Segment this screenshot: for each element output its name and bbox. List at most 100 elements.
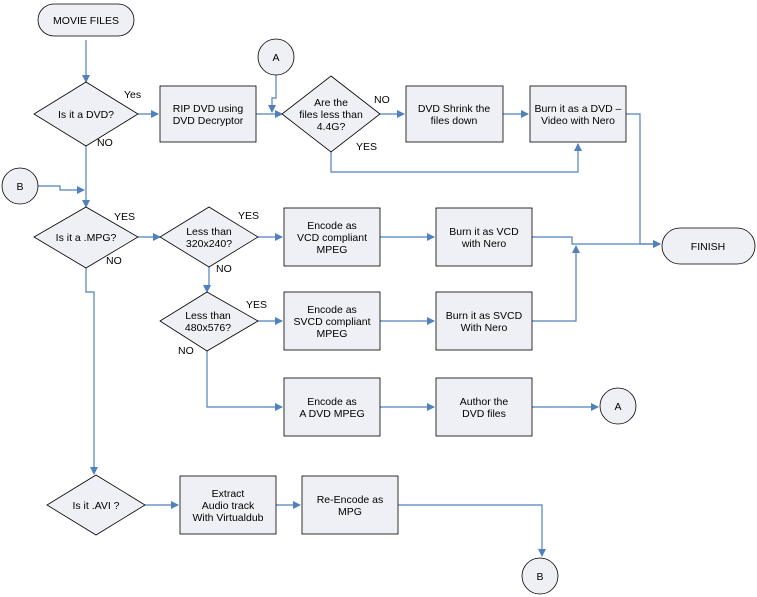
node-label-line: VCD compliant — [297, 232, 367, 244]
node-label-line: A — [272, 52, 279, 64]
label-vcd-no: NO — [216, 263, 232, 275]
node-label-line: 320x240? — [186, 238, 232, 250]
node-label-line: files down — [431, 115, 478, 127]
node-connector-b-left: B — [1, 167, 39, 205]
node-label-line: DVD Decryptor — [173, 115, 244, 127]
node-label-line: Burn it as SVCD — [446, 310, 523, 322]
edge-mpg-no-to-avi — [85, 268, 98, 475]
node-label-line: files less than — [299, 109, 363, 121]
node-label-line: MPG — [338, 506, 362, 518]
node-label-line: With Nero — [461, 322, 508, 334]
edge-b-to-mpg — [38, 185, 85, 194]
node-connector-a-right-label: A — [614, 401, 621, 413]
edge-480-no-to-encode-dvd — [206, 351, 283, 411]
node-label-line: Is it a .MPG? — [56, 232, 117, 244]
node-connector-b-bottom: B — [521, 557, 559, 595]
node-label-line: Are the — [314, 97, 348, 109]
label-dvd-yes: Yes — [124, 89, 141, 101]
node-label-line: DVD files — [462, 408, 506, 420]
node-label-line: B — [16, 181, 23, 193]
node-is-dvd: Is it a DVD? — [33, 81, 139, 147]
edge-burn-svcd-to-finish — [532, 245, 580, 322]
node-label-line: Burn it as VCD — [449, 226, 519, 238]
node-is-avi-label: Is it .AVI ? — [72, 500, 119, 512]
node-movie-files-label: MOVIE FILES — [53, 15, 119, 27]
node-label-line: RIP DVD using — [173, 103, 244, 115]
node-label-line: Video with Nero — [541, 115, 615, 127]
label-size-yes: YES — [356, 141, 377, 153]
node-label-line: With Virtualdub — [192, 512, 263, 524]
edge-size-yes-to-burn-dvd — [330, 143, 582, 173]
node-label-line: DVD Shrink the — [418, 103, 491, 115]
node-burn-dvd-label: Burn it as a DVD –Video with Nero — [535, 103, 622, 127]
node-label-line: MOVIE FILES — [53, 15, 119, 27]
node-finish: FINISH — [661, 227, 756, 265]
node-label-line: Author the — [460, 396, 509, 408]
label-svcd-yes: YES — [246, 299, 267, 311]
node-label-line: Encode as — [307, 396, 357, 408]
node-label-line: Is it a DVD? — [58, 109, 114, 121]
node-burn-dvd: Burn it as a DVD –Video with Nero — [529, 85, 627, 143]
node-is-mpg: Is it a .MPG? — [33, 206, 139, 269]
node-label-line: Extract — [212, 488, 245, 500]
node-label-line: Encode as — [307, 304, 357, 316]
label-svcd-no: NO — [178, 345, 194, 357]
node-label-line: Is it .AVI ? — [72, 500, 119, 512]
node-label-line: B — [536, 571, 543, 583]
node-label-line: A DVD MPEG — [299, 408, 364, 420]
node-connector-b-bottom-label: B — [536, 571, 543, 583]
edge-320-no-to-480 — [203, 267, 211, 293]
label-mpg-no: NO — [106, 255, 122, 267]
node-label-line: Less than — [185, 310, 231, 322]
node-label-line: 4.4G? — [317, 121, 346, 133]
node-label-line: with Nero — [461, 238, 507, 250]
node-connector-a-top: A — [257, 38, 295, 76]
node-is-dvd-label: Is it a DVD? — [58, 109, 114, 121]
node-label-line: 480x576? — [185, 322, 231, 334]
node-label-line: Encode as — [307, 220, 357, 232]
node-connector-a-right: A — [599, 387, 637, 425]
node-label-line: FINISH — [691, 241, 725, 253]
node-label-line: Audio track — [202, 500, 255, 512]
node-label-line: SVCD compliant — [293, 316, 370, 328]
edge-reencode-to-b — [398, 504, 546, 557]
node-label-line: MPEG — [317, 244, 348, 256]
label-vcd-yes: YES — [238, 210, 259, 222]
node-is-avi: Is it .AVI ? — [46, 474, 146, 536]
label-dvd-no: NO — [97, 137, 113, 149]
node-label-line: Burn it as a DVD – — [535, 103, 622, 115]
node-movie-files: MOVIE FILES — [37, 3, 135, 37]
label-size-no: NO — [374, 94, 390, 106]
label-mpg-yes: YES — [114, 211, 135, 223]
node-is-mpg-label: Is it a .MPG? — [56, 232, 117, 244]
edge-burn-dvd-to-finish — [626, 113, 661, 248]
node-connector-a-top-label: A — [272, 52, 279, 64]
node-label-line: A — [614, 401, 621, 413]
edge-burn-vcd-to-finish — [532, 236, 661, 248]
